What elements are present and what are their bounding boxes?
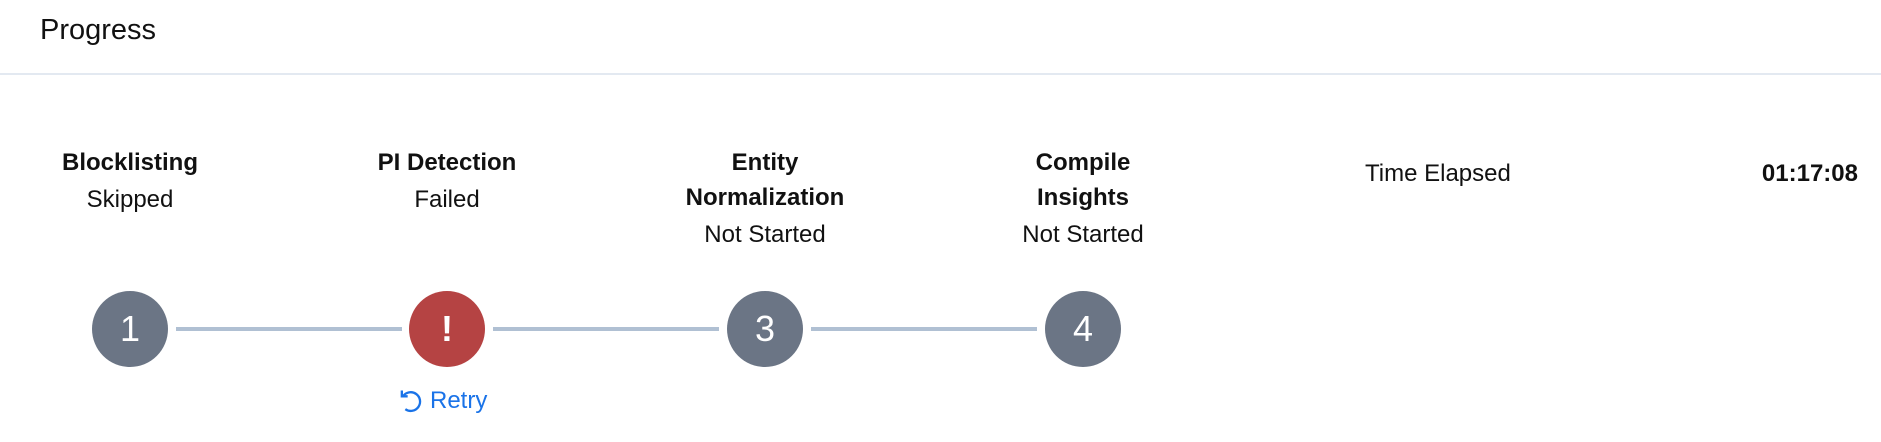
step-pi-detection: PI Detection Failed [297, 145, 597, 217]
time-elapsed-label: Time Elapsed [1365, 160, 1511, 187]
step-compile-insights: Compile Insights Not Started [933, 145, 1233, 252]
connector-2-3 [493, 327, 719, 331]
step-blocklisting: Blocklisting Skipped [0, 145, 280, 217]
step-status: Skipped [86, 186, 174, 213]
step-name: Blocklisting [61, 149, 199, 176]
error-icon: ! [409, 291, 485, 367]
step-status: Not Started [704, 221, 826, 248]
step-name: Entity Normalization [685, 149, 845, 211]
retry-button[interactable]: Retry [396, 387, 487, 415]
step-indicator-4: 4 [1045, 291, 1121, 367]
time-elapsed-value: 01:17:08 [1761, 160, 1858, 187]
retry-icon [400, 390, 422, 413]
step-name: PI Detection [377, 149, 517, 176]
retry-label: Retry [430, 387, 488, 414]
page-title: Progress [40, 14, 157, 46]
step-indicator-3: 3 [727, 291, 803, 367]
step-entity-normalization: Entity Normalization Not Started [615, 145, 915, 252]
header-divider [0, 73, 1881, 75]
step-indicator-1: 1 [92, 291, 168, 367]
connector-3-4 [811, 327, 1037, 331]
connector-1-2 [176, 327, 402, 331]
step-status: Not Started [1022, 221, 1144, 248]
step-status: Failed [414, 186, 480, 213]
step-name: Compile Insights [1035, 149, 1131, 211]
